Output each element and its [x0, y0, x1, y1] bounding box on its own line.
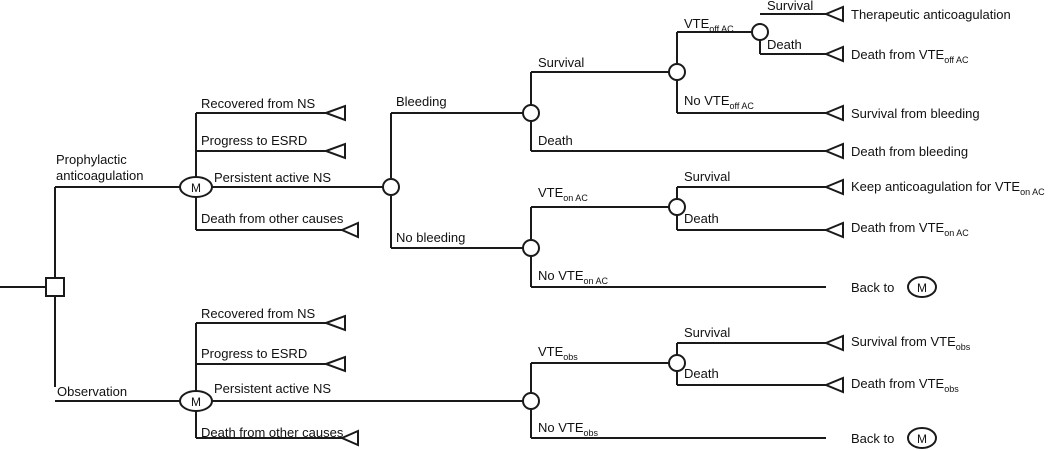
chance-node-bleeding — [382, 178, 400, 196]
markov-node-label: M — [191, 181, 201, 195]
outcome-therapeutic-anticoagulation: Therapeutic anticoagulation — [851, 7, 1011, 22]
event-label-death: Death — [684, 366, 719, 381]
event-label-no-vte-on-ac: No VTEon AC — [538, 268, 609, 286]
outcome-back-to: Back to — [851, 280, 894, 295]
outcome-back-to: Back to — [851, 431, 894, 446]
event-label-no-vte-obs: No VTEobs — [538, 420, 599, 438]
terminal-node — [823, 104, 844, 122]
chance-node-bleeding-outcome — [522, 104, 540, 122]
terminal-node — [823, 376, 844, 394]
terminal-node — [823, 5, 844, 23]
terminal-node — [339, 429, 359, 447]
markov-node-label: M — [917, 281, 927, 295]
event-label-survival: Survival — [684, 169, 730, 184]
state-label-recovered: Recovered from NS — [201, 306, 315, 321]
event-label-survival: Survival — [684, 325, 730, 340]
terminal-node — [323, 104, 346, 122]
decision-node — [45, 277, 65, 297]
event-label-death: Death — [767, 37, 802, 52]
state-label-death-other: Death from other causes — [201, 425, 344, 440]
terminal-node — [323, 355, 346, 373]
event-label-no-vte-off-ac: No VTEoff AC — [684, 93, 754, 111]
tree-branches — [0, 13, 826, 439]
state-label-progress: Progress to ESRD — [201, 133, 307, 148]
event-label-survival: Survival — [538, 55, 584, 70]
state-label-persistent: Persistent active NS — [214, 170, 331, 185]
chance-node-vte-on-ac — [668, 198, 686, 216]
chance-node-no-bleeding — [522, 239, 540, 257]
state-label-progress: Progress to ESRD — [201, 346, 307, 361]
terminal-node — [323, 314, 346, 332]
event-label-vte-off-ac: VTEoff AC — [684, 16, 734, 34]
outcome-keep-anticoagulation: Keep anticoagulation for VTEon AC — [851, 179, 1045, 197]
terminal-node — [823, 45, 844, 63]
state-label-persistent: Persistent active NS — [214, 381, 331, 396]
strategy-label-prophylactic: Prophylactic — [56, 152, 127, 167]
terminal-node — [323, 142, 346, 160]
back-to-markov-node — [907, 427, 937, 449]
state-label-death-other: Death from other causes — [201, 211, 344, 226]
outcome-death-from-bleeding: Death from bleeding — [851, 144, 968, 159]
terminal-node — [823, 142, 844, 160]
outcome-death-from-vte-off-ac: Death from VTEoff AC — [851, 47, 969, 65]
outcome-death-from-vte-obs: Death from VTEobs — [851, 376, 959, 394]
event-label-bleeding: Bleeding — [396, 94, 447, 109]
chance-node-vte-off-ac — [668, 63, 686, 81]
markov-node-label: M — [917, 432, 927, 446]
strategy-label-prophylactic: anticoagulation — [56, 168, 143, 183]
event-label-vte-obs: VTEobs — [538, 344, 578, 362]
terminal-node — [823, 178, 844, 196]
terminal-node — [823, 334, 844, 352]
chance-node-vte-obs — [668, 354, 686, 372]
outcome-death-from-vte-on-ac: Death from VTEon AC — [851, 220, 969, 238]
terminal-node — [339, 221, 359, 239]
chance-node-vte-off-ac-outcome — [751, 23, 769, 41]
outcome-survival-from-bleeding: Survival from bleeding — [851, 106, 980, 121]
markov-node-label: M — [191, 395, 201, 409]
terminal-node — [823, 221, 844, 239]
markov-node-observation — [179, 390, 213, 412]
markov-node-prophylactic — [179, 176, 213, 198]
event-label-vte-on-ac: VTEon AC — [538, 185, 588, 203]
event-label-death: Death — [684, 211, 719, 226]
back-to-markov-node — [907, 276, 937, 298]
terminal-nodes — [323, 5, 844, 447]
event-label-no-bleeding: No bleeding — [396, 230, 465, 245]
strategy-label-observation: Observation — [57, 384, 127, 399]
event-label-survival: Survival — [767, 0, 813, 13]
chance-node-observation — [522, 392, 540, 410]
event-label-death: Death — [538, 133, 573, 148]
outcome-survival-from-vte-obs: Survival from VTEobs — [851, 334, 971, 352]
state-label-recovered: Recovered from NS — [201, 96, 315, 111]
